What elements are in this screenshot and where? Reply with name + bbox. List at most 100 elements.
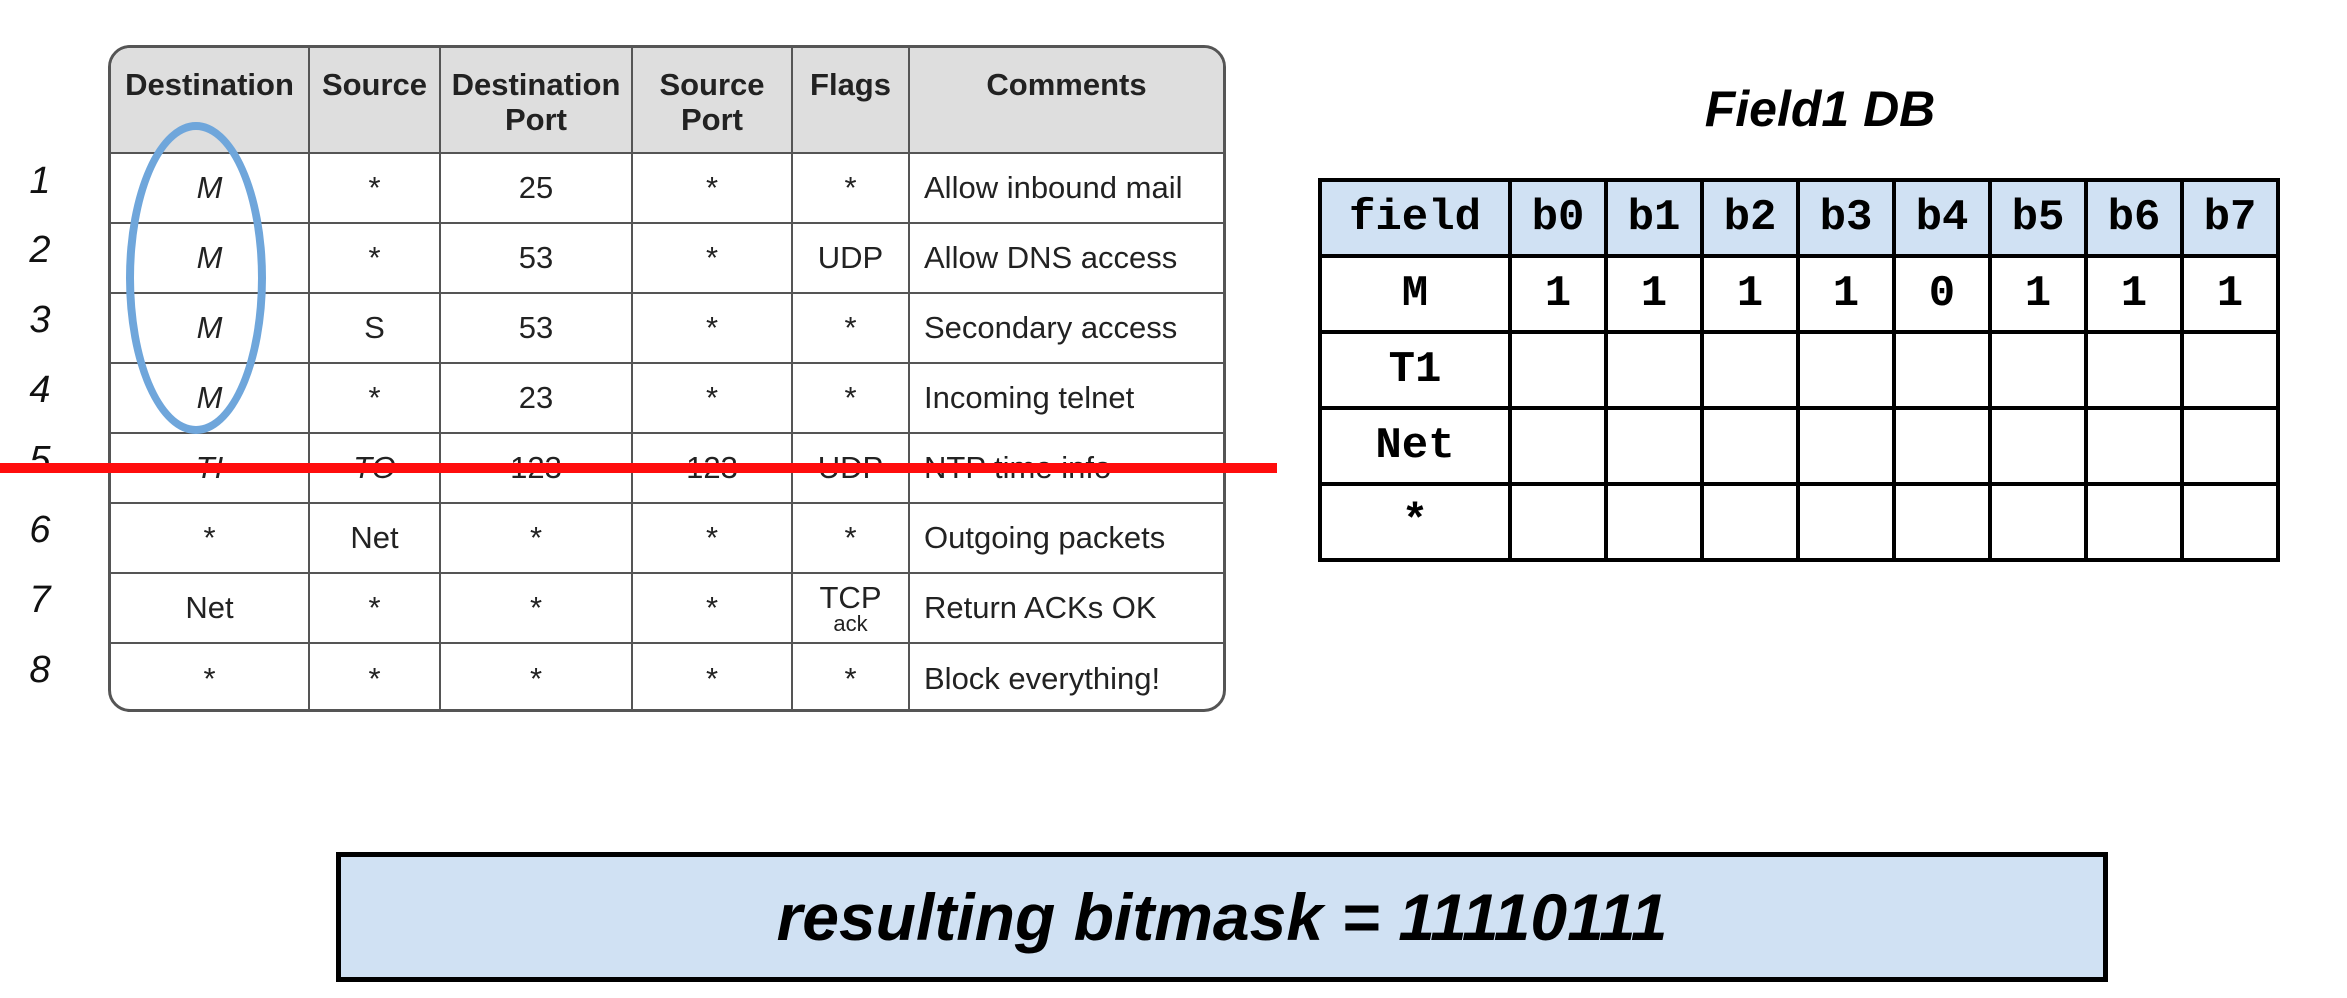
header-flags: Flags <box>791 48 910 154</box>
db-header-bit: b2 <box>1700 178 1800 258</box>
db-bit-cell <box>1988 406 2088 486</box>
db-row: T1 <box>1318 330 2280 410</box>
db-field-name: T1 <box>1318 330 1512 410</box>
cell-destination-port: 23 <box>439 362 633 434</box>
table-row: M * 23 * * Incoming telnet <box>111 362 1223 434</box>
db-header-bit: b1 <box>1604 178 1704 258</box>
db-bit-cell: 1 <box>2084 254 2184 334</box>
db-bit-cell <box>1796 330 1896 410</box>
db-bit-cell <box>1796 482 1896 562</box>
cell-source: * <box>308 572 441 644</box>
db-bit-cell <box>1508 330 1608 410</box>
db-row: M 1 1 1 1 0 1 1 1 <box>1318 254 2280 334</box>
table-row: * Net * * * Outgoing packets <box>111 502 1223 574</box>
db-bit-cell <box>1988 482 2088 562</box>
db-bit-cell: 0 <box>1892 254 1992 334</box>
cell-source: * <box>308 362 441 434</box>
row-number-2: 2 <box>29 229 51 271</box>
cell-source-port: * <box>631 152 793 224</box>
table-row: M * 25 * * Allow inbound mail <box>111 152 1223 224</box>
row-number-1: 1 <box>29 160 51 202</box>
db-row: * <box>1318 482 2280 562</box>
cell-destination-port: 53 <box>439 292 633 364</box>
db-bit-cell: 1 <box>1796 254 1896 334</box>
db-bit-cell: 1 <box>2180 254 2280 334</box>
db-bit-cell <box>1700 330 1800 410</box>
cell-source: S <box>308 292 441 364</box>
field-db-table: field b0 b1 b2 b3 b4 b5 b6 b7 M 1 1 1 1 … <box>1318 178 2280 562</box>
header-comments: Comments <box>908 48 1223 154</box>
cell-destination-port: * <box>439 572 633 644</box>
cell-source-port: * <box>631 292 793 364</box>
row-number-7: 7 <box>29 579 51 621</box>
cell-comment: Secondary access <box>908 292 1223 364</box>
row-number-8: 8 <box>29 649 51 691</box>
cell-flags: * <box>791 642 910 709</box>
cell-flags: * <box>791 362 910 434</box>
db-bit-cell <box>1508 482 1608 562</box>
db-bit-cell <box>1604 482 1704 562</box>
db-header-bit: b3 <box>1796 178 1896 258</box>
db-bit-cell <box>2084 330 2184 410</box>
row-number-5: 5 <box>29 439 51 481</box>
db-field-name: Net <box>1318 406 1512 486</box>
cell-source: * <box>308 222 441 294</box>
cell-destination: * <box>111 642 310 709</box>
cell-comment: Outgoing packets <box>908 502 1223 574</box>
cell-source: * <box>308 152 441 224</box>
db-bit-cell <box>1796 406 1896 486</box>
db-bit-cell <box>1892 482 1992 562</box>
cell-comment: Block everything! <box>908 642 1223 709</box>
cell-comment: Allow DNS access <box>908 222 1223 294</box>
db-title: Field1 DB <box>1704 81 1936 137</box>
db-bit-cell <box>1700 482 1800 562</box>
cell-source: Net <box>308 502 441 574</box>
db-header-field: field <box>1318 178 1512 258</box>
db-header-row: field b0 b1 b2 b3 b4 b5 b6 b7 <box>1318 178 2280 258</box>
cell-source: * <box>308 642 441 709</box>
db-bit-cell <box>1508 406 1608 486</box>
flags-main: TCP <box>819 579 882 615</box>
table-row: M * 53 * UDP Allow DNS access <box>111 222 1223 294</box>
db-header-bit: b4 <box>1892 178 1992 258</box>
cell-source-port: * <box>631 642 793 709</box>
db-bit-cell <box>2180 406 2280 486</box>
rules-header-row: Destination Source Destination Port Sour… <box>111 48 1223 154</box>
db-header-bit: b0 <box>1508 178 1608 258</box>
result-bitmask-box: resulting bitmask = 11110111 <box>336 852 2108 982</box>
db-field-name: M <box>1318 254 1512 334</box>
db-header-bit: b6 <box>2084 178 2184 258</box>
row-number-6: 6 <box>29 509 51 551</box>
header-destination: Destination <box>111 48 310 154</box>
header-source: Source <box>308 48 441 154</box>
cell-source-port: * <box>631 502 793 574</box>
db-bit-cell <box>2180 482 2280 562</box>
cell-comment: Incoming telnet <box>908 362 1223 434</box>
firewall-rules-table: Destination Source Destination Port Sour… <box>108 45 1226 712</box>
db-bit-cell: 1 <box>1604 254 1704 334</box>
cell-comment: Return ACKs OK <box>908 572 1223 644</box>
destination-highlight-ellipse <box>126 122 266 434</box>
table-row: Net * * * TCP ack Return ACKs OK <box>111 572 1223 644</box>
db-bit-cell <box>1988 330 2088 410</box>
rule-strikethrough-line <box>0 463 1277 473</box>
flags-sub: ack <box>833 610 868 636</box>
cell-flags: * <box>791 152 910 224</box>
cell-destination-port: * <box>439 642 633 709</box>
db-bit-cell: 1 <box>1700 254 1800 334</box>
db-bit-cell <box>1604 330 1704 410</box>
db-field-name: * <box>1318 482 1512 562</box>
db-bit-cell <box>2180 330 2280 410</box>
row-number-3: 3 <box>29 299 51 341</box>
db-bit-cell <box>2084 406 2184 486</box>
db-header-bit: b7 <box>2180 178 2280 258</box>
db-bit-cell <box>1700 406 1800 486</box>
cell-source-port: * <box>631 362 793 434</box>
row-number-4: 4 <box>29 369 51 411</box>
db-bit-cell <box>1604 406 1704 486</box>
db-bit-cell <box>1892 406 1992 486</box>
db-bit-cell <box>1892 330 1992 410</box>
cell-source-port: * <box>631 572 793 644</box>
cell-flags: UDP <box>791 222 910 294</box>
cell-source-port: * <box>631 222 793 294</box>
